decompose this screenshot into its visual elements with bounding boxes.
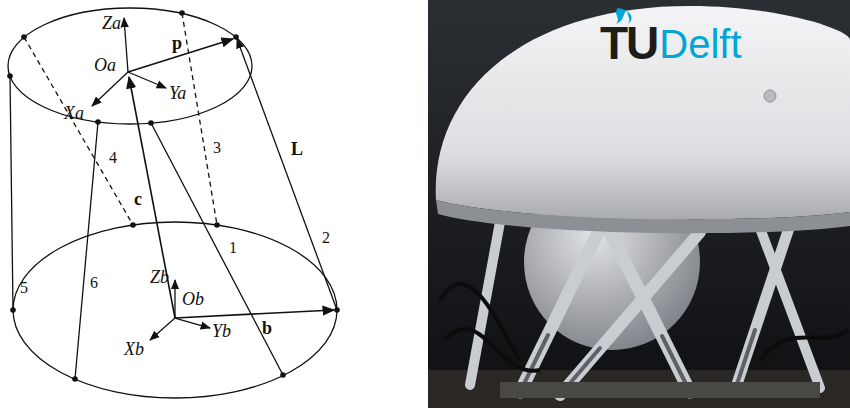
vector-arrow bbox=[129, 77, 175, 318]
axis-arrow bbox=[124, 18, 128, 72]
axis-label: Yb bbox=[212, 322, 231, 340]
dome bbox=[436, 6, 850, 219]
logo-text: Delft bbox=[659, 24, 741, 64]
leg-line bbox=[151, 123, 283, 375]
leg-vector-arrow bbox=[237, 39, 337, 310]
axis-arrow bbox=[128, 72, 166, 88]
dome-rim bbox=[436, 200, 850, 233]
vector-arrow bbox=[175, 310, 334, 318]
axis-label: Ya bbox=[169, 84, 186, 102]
vector-label: c bbox=[134, 190, 142, 208]
axis-arrow bbox=[175, 318, 210, 328]
vector-label: b bbox=[262, 319, 272, 337]
hidden-leg-line bbox=[24, 37, 133, 225]
hidden-leg-line bbox=[182, 13, 217, 225]
leg-line bbox=[10, 76, 13, 310]
vector-label: L bbox=[291, 140, 303, 158]
leg-line bbox=[75, 122, 98, 379]
dome-light bbox=[764, 90, 776, 102]
callout-number: 6 bbox=[90, 275, 98, 291]
axis-label: Za bbox=[102, 14, 121, 32]
hydraulic-hoses bbox=[440, 284, 848, 371]
platform-schematic bbox=[8, 8, 337, 398]
top-platform-ellipse bbox=[8, 8, 252, 124]
axis-arrow bbox=[174, 280, 175, 318]
base-ellipse bbox=[13, 222, 337, 398]
callout-number: 4 bbox=[109, 150, 117, 166]
callout-number: 3 bbox=[213, 140, 221, 156]
origin-label: Ob bbox=[182, 290, 204, 308]
origin-label: Oa bbox=[94, 56, 116, 74]
axis-arrow bbox=[150, 318, 175, 340]
callout-number: 1 bbox=[229, 240, 237, 256]
axis-label: Zb bbox=[150, 268, 169, 286]
callout-number: 2 bbox=[322, 230, 330, 246]
axis-arrow bbox=[92, 72, 128, 106]
logo-text: TU bbox=[600, 20, 657, 66]
simulator-photo bbox=[428, 0, 850, 408]
axis-label: Xa bbox=[64, 104, 84, 122]
vector-label: p bbox=[172, 34, 182, 52]
joint-dots bbox=[7, 10, 340, 382]
axis-label: Xb bbox=[124, 340, 144, 358]
callout-number: 5 bbox=[20, 280, 28, 296]
